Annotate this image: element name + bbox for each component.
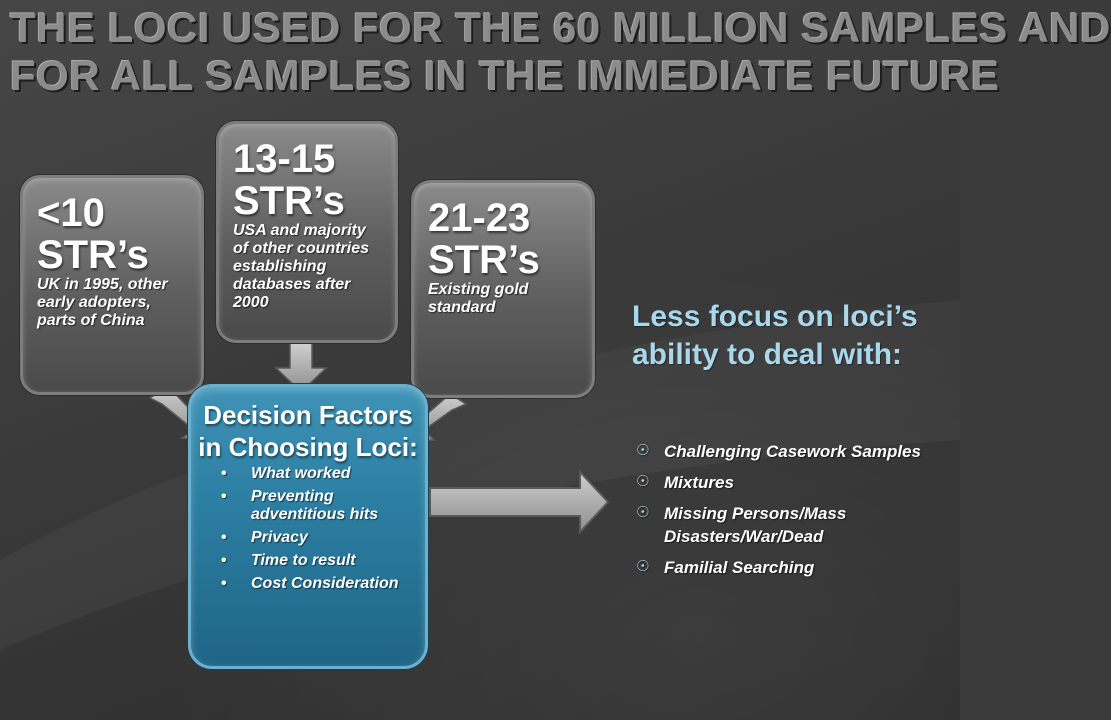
decision-factors-heading: Decision Factors in Choosing Loci: [198, 400, 418, 462]
slide-title: The Loci Used for the 60 Million Samples… [10, 4, 1111, 100]
str-box-under-10: <10 STR’s UK in 1995, other early adopte… [20, 175, 204, 395]
str-box-description: Existing gold standard [428, 281, 529, 316]
focus-heading: Less focus on loci’s ability to deal wit… [632, 300, 918, 371]
list-item: Time to result [219, 552, 425, 570]
list-item-text: Familial Searching [664, 558, 815, 577]
slide: The Loci Used for the 60 Million Samples… [0, 0, 960, 720]
list-item: ☉ Missing Persons/Mass Disasters/War/Dea… [636, 502, 936, 548]
sun-circle-icon: ☉ [636, 504, 650, 521]
list-item: Preventing adventitious hits [219, 488, 425, 524]
list-item: ☉ Challenging Casework Samples [636, 440, 936, 463]
sun-circle-icon: ☉ [636, 558, 650, 575]
list-item-text: Challenging Casework Samples [664, 442, 921, 461]
list-item: ☉ Familial Searching [636, 556, 936, 579]
title-line-1: The Loci Used for the 60 Million Samples… [10, 4, 1111, 51]
arrow-top-to-center [274, 342, 328, 394]
str-box-heading: 13-15 STR’s [233, 137, 345, 223]
list-item-text: Missing Persons/Mass Disasters/War/Dead [664, 504, 847, 546]
sun-circle-icon: ☉ [636, 473, 650, 490]
str-box-13-15: 13-15 STR’s USA and majority of other co… [216, 121, 398, 343]
decision-factors-list: What worked Preventing adventitious hits… [191, 465, 425, 593]
list-item: What worked [219, 465, 425, 483]
list-item: Cost Consideration [219, 575, 425, 593]
str-box-heading: <10 STR’s [37, 191, 149, 277]
list-item: ☉ Mixtures [636, 471, 936, 494]
decision-factors-box: Decision Factors in Choosing Loci: What … [188, 384, 428, 669]
title-line-2: for all samples in the immediate future [10, 52, 1000, 99]
list-item: Privacy [219, 529, 425, 547]
list-item-text: Mixtures [664, 473, 734, 492]
sun-circle-icon: ☉ [636, 442, 650, 459]
str-box-21-23: 21-23 STR’s Existing gold standard [411, 180, 595, 398]
str-box-description: UK in 1995, other early adopters, parts … [37, 276, 168, 329]
str-box-description: USA and majority of other countries esta… [233, 222, 370, 311]
focus-list: ☉ Challenging Casework Samples ☉ Mixture… [636, 440, 936, 587]
arrow-center-to-right [429, 469, 610, 535]
str-box-heading: 21-23 STR’s [428, 196, 540, 282]
